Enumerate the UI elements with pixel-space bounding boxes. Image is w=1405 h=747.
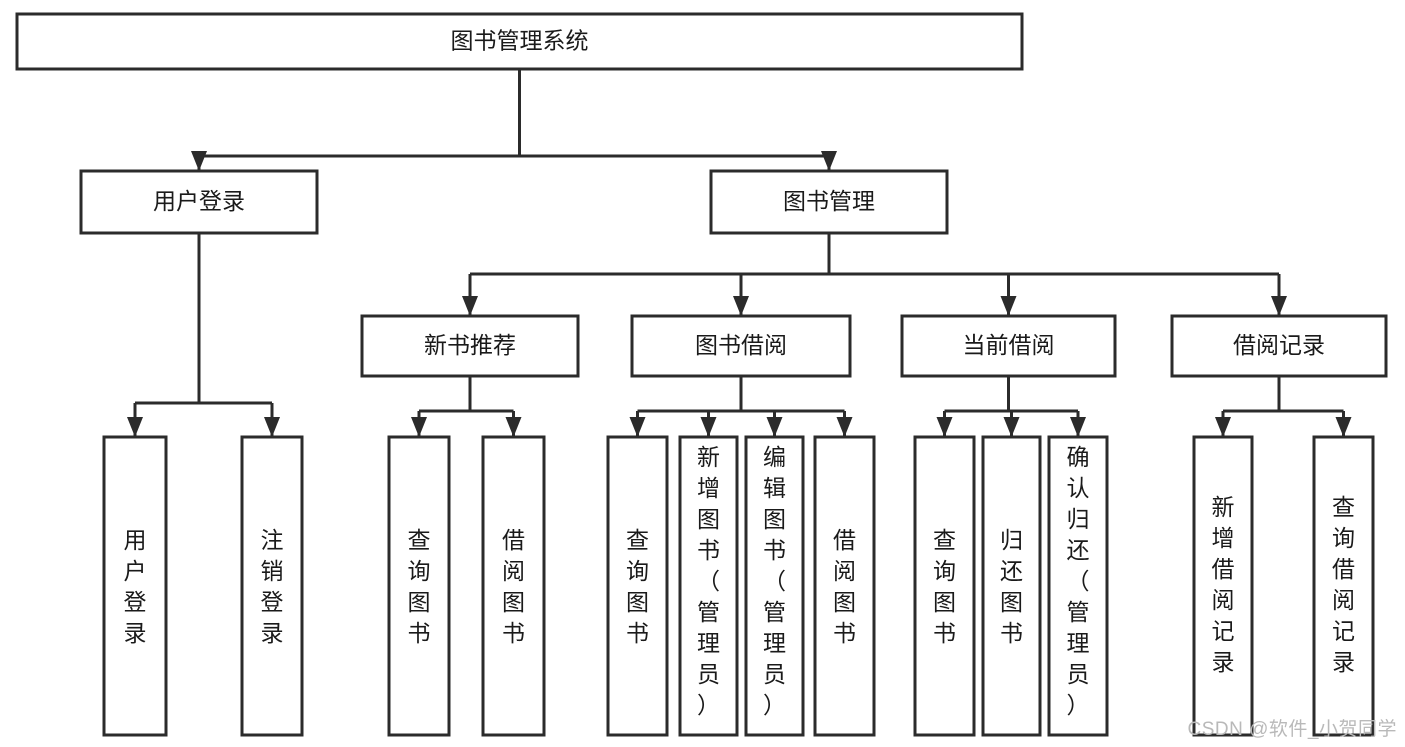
node-label: 查询借阅记录 <box>1332 494 1355 675</box>
node-box <box>900 314 1117 378</box>
node-label: 归还图书 <box>1000 527 1023 646</box>
node-label: 新增图书（管理员） <box>697 444 720 718</box>
node-leaf-query-book[interactable]: 查询图书 <box>606 435 669 737</box>
arrow-head-icon <box>733 296 749 316</box>
node-borrow-record[interactable]: 借阅记录 <box>1170 314 1388 378</box>
arrow-head-icon <box>411 417 427 437</box>
node-label: 查询图书 <box>933 527 956 646</box>
arrow-head-icon <box>766 417 783 437</box>
arrow-head-icon <box>1070 417 1086 437</box>
arrow-head-icon <box>505 417 522 437</box>
node-new-book-recommend[interactable]: 新书推荐 <box>360 314 580 378</box>
node-leaf-query-borrow-record[interactable]: 查询借阅记录 <box>1312 435 1375 737</box>
arrow-head-icon <box>821 151 837 171</box>
arrow-head-icon <box>264 417 280 437</box>
node-root[interactable]: 图书管理系统 <box>15 12 1024 71</box>
edge-group-root <box>191 69 837 171</box>
node-label: 查询图书 <box>408 527 431 646</box>
node-leaf-user-login[interactable]: 用户登录 <box>102 435 168 737</box>
diagram-nodes-layer: 图书管理系统用户登录图书管理新书推荐图书借阅当前借阅借阅记录用户登录注销登录查询… <box>15 12 1388 737</box>
edge-group-user-login <box>127 233 280 437</box>
node-box <box>630 314 852 378</box>
node-leaf-borrow-book[interactable]: 借阅图书 <box>813 435 876 737</box>
arrow-head-icon <box>1335 417 1352 437</box>
node-leaf-confirm-return-admin[interactable]: 确认归还（管理员） <box>1047 435 1109 737</box>
node-leaf-query-book-current[interactable]: 查询图书 <box>913 435 976 737</box>
node-label: 借阅记录 <box>1233 332 1325 358</box>
arrow-head-icon <box>191 151 207 171</box>
arrow-head-icon <box>629 417 646 437</box>
arrow-head-icon <box>127 417 143 437</box>
node-box <box>360 314 580 378</box>
arrow-head-icon <box>700 417 717 437</box>
node-box <box>1047 435 1109 737</box>
arrow-head-icon <box>1215 417 1231 437</box>
arrow-head-icon <box>836 417 853 437</box>
node-book-management[interactable]: 图书管理 <box>709 169 949 235</box>
node-label: 编辑图书（管理员） <box>763 444 786 718</box>
node-label: 注销登录 <box>261 527 284 646</box>
node-book-borrow[interactable]: 图书借阅 <box>630 314 852 378</box>
node-label: 新书推荐 <box>424 332 516 358</box>
node-label: 图书借阅 <box>695 332 787 358</box>
node-label: 用户登录 <box>124 527 147 646</box>
node-leaf-edit-book-admin[interactable]: 编辑图书（管理员） <box>744 435 805 737</box>
node-leaf-borrow-book-recommend[interactable]: 借阅图书 <box>481 435 546 737</box>
node-box <box>102 435 168 737</box>
node-box <box>678 435 739 737</box>
connector-edges-layer <box>127 69 1352 437</box>
node-leaf-logout[interactable]: 注销登录 <box>240 435 304 737</box>
node-leaf-add-book-admin[interactable]: 新增图书（管理员） <box>678 435 739 737</box>
node-leaf-return-book[interactable]: 归还图书 <box>981 435 1042 737</box>
edge-group-new-book-recommend <box>411 376 522 437</box>
node-box <box>1192 435 1254 737</box>
node-label: 用户登录 <box>153 188 245 214</box>
node-box <box>913 435 976 737</box>
node-box <box>79 169 319 235</box>
node-box <box>606 435 669 737</box>
node-box <box>1312 435 1375 737</box>
edge-group-book-borrow <box>629 376 853 437</box>
node-label: 借阅图书 <box>833 527 856 646</box>
arrow-head-icon <box>1003 417 1020 437</box>
node-box <box>387 435 451 737</box>
node-label: 确认归还（管理员） <box>1067 444 1090 718</box>
node-box <box>709 169 949 235</box>
node-box <box>481 435 546 737</box>
node-box <box>1170 314 1388 378</box>
node-current-borrow[interactable]: 当前借阅 <box>900 314 1117 378</box>
node-box <box>15 12 1024 71</box>
arrow-head-icon <box>462 296 478 316</box>
arrow-head-icon <box>1000 296 1017 316</box>
node-box <box>240 435 304 737</box>
edge-group-borrow-record <box>1215 376 1352 437</box>
node-user-login[interactable]: 用户登录 <box>79 169 319 235</box>
edge-group-book-management <box>462 233 1287 316</box>
node-box <box>813 435 876 737</box>
node-box <box>981 435 1042 737</box>
edge-group-current-borrow <box>936 376 1086 437</box>
arrow-head-icon <box>1271 296 1287 316</box>
node-label: 当前借阅 <box>963 332 1055 358</box>
node-label: 借阅图书 <box>502 527 525 646</box>
node-label: 图书管理系统 <box>451 28 589 54</box>
arrow-head-icon <box>936 417 953 437</box>
node-box <box>744 435 805 737</box>
node-label: 图书管理 <box>783 188 875 214</box>
node-label: 新增借阅记录 <box>1212 494 1235 675</box>
node-leaf-add-borrow-record[interactable]: 新增借阅记录 <box>1192 435 1254 737</box>
node-leaf-query-book-recommend[interactable]: 查询图书 <box>387 435 451 737</box>
node-label: 查询图书 <box>626 527 649 646</box>
watermark-text: CSDN @软件_小贺同学 <box>1187 719 1397 740</box>
